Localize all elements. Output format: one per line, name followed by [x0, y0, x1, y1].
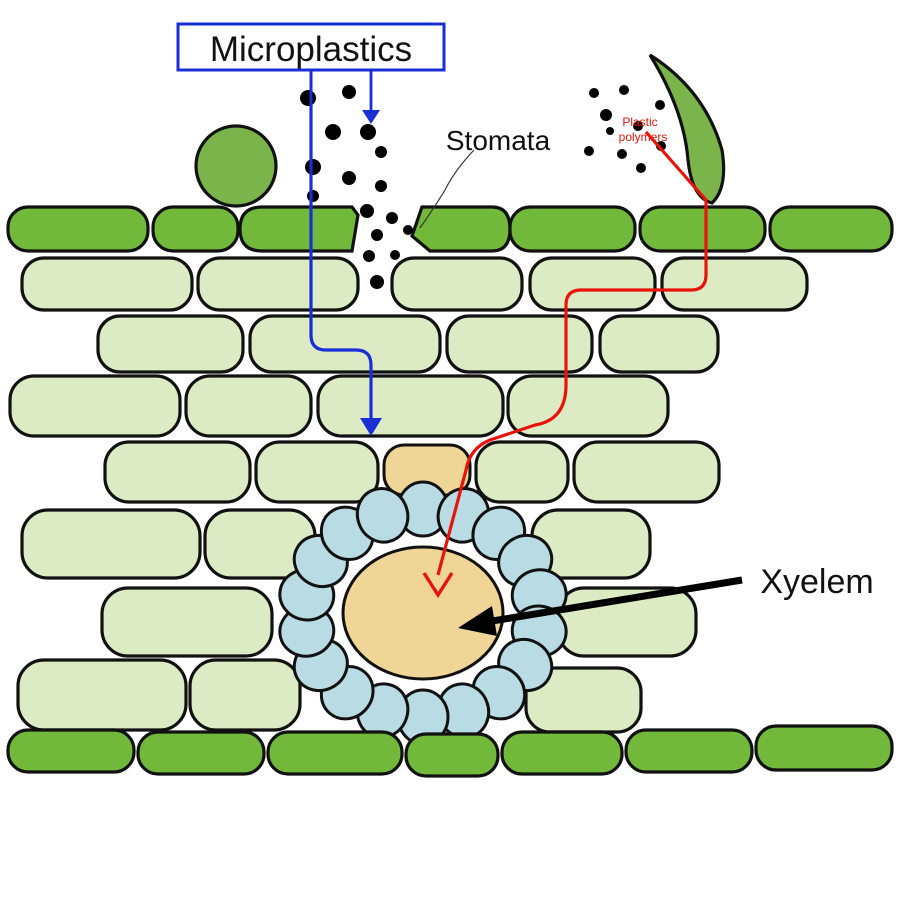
microplastics-label-box: [176, 22, 446, 72]
plastic-polymers-pathway-arrow: [422, 130, 708, 599]
stomata-pointer-line: [419, 149, 475, 229]
upper-epidermis: [6, 53, 894, 253]
xylem-label: Xyelem: [760, 563, 873, 601]
plastic-polymers-label-line1: Plastic: [622, 115, 657, 129]
mesophyll-cells: [8, 256, 809, 734]
bundle-sheath-cell: [355, 487, 410, 544]
plastic-polymer-particles: [584, 85, 666, 173]
xylem-pointer-arrow: [458, 576, 743, 636]
microplastics-label: Microplastics: [210, 30, 412, 69]
stomata-label: Stomata: [446, 125, 551, 156]
vascular-bundle: [278, 480, 568, 746]
bundle-sheath-cells: [278, 480, 568, 746]
microplastics-pathway-arrow: [309, 70, 382, 436]
xylem-vessel: [341, 545, 505, 681]
plastic-polymers-label-line2: polymers: [619, 130, 668, 144]
lower-epidermis: [6, 724, 894, 778]
